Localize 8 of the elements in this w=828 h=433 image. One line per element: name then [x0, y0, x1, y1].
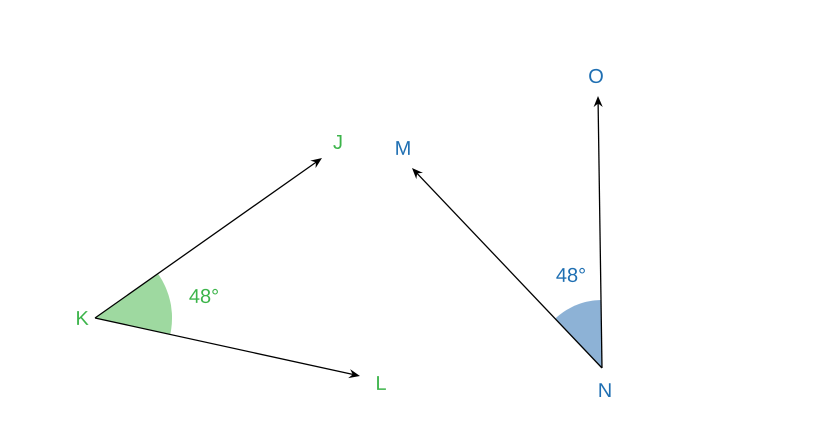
point-label: O	[589, 68, 603, 84]
angle-label: 48°	[189, 288, 218, 304]
angle-label: 48°	[556, 268, 585, 282]
point-label: M	[396, 141, 410, 155]
point-label: N	[599, 383, 611, 397]
point-label: K	[77, 311, 89, 325]
point-label: L	[377, 376, 386, 390]
point-label: J	[333, 135, 342, 149]
